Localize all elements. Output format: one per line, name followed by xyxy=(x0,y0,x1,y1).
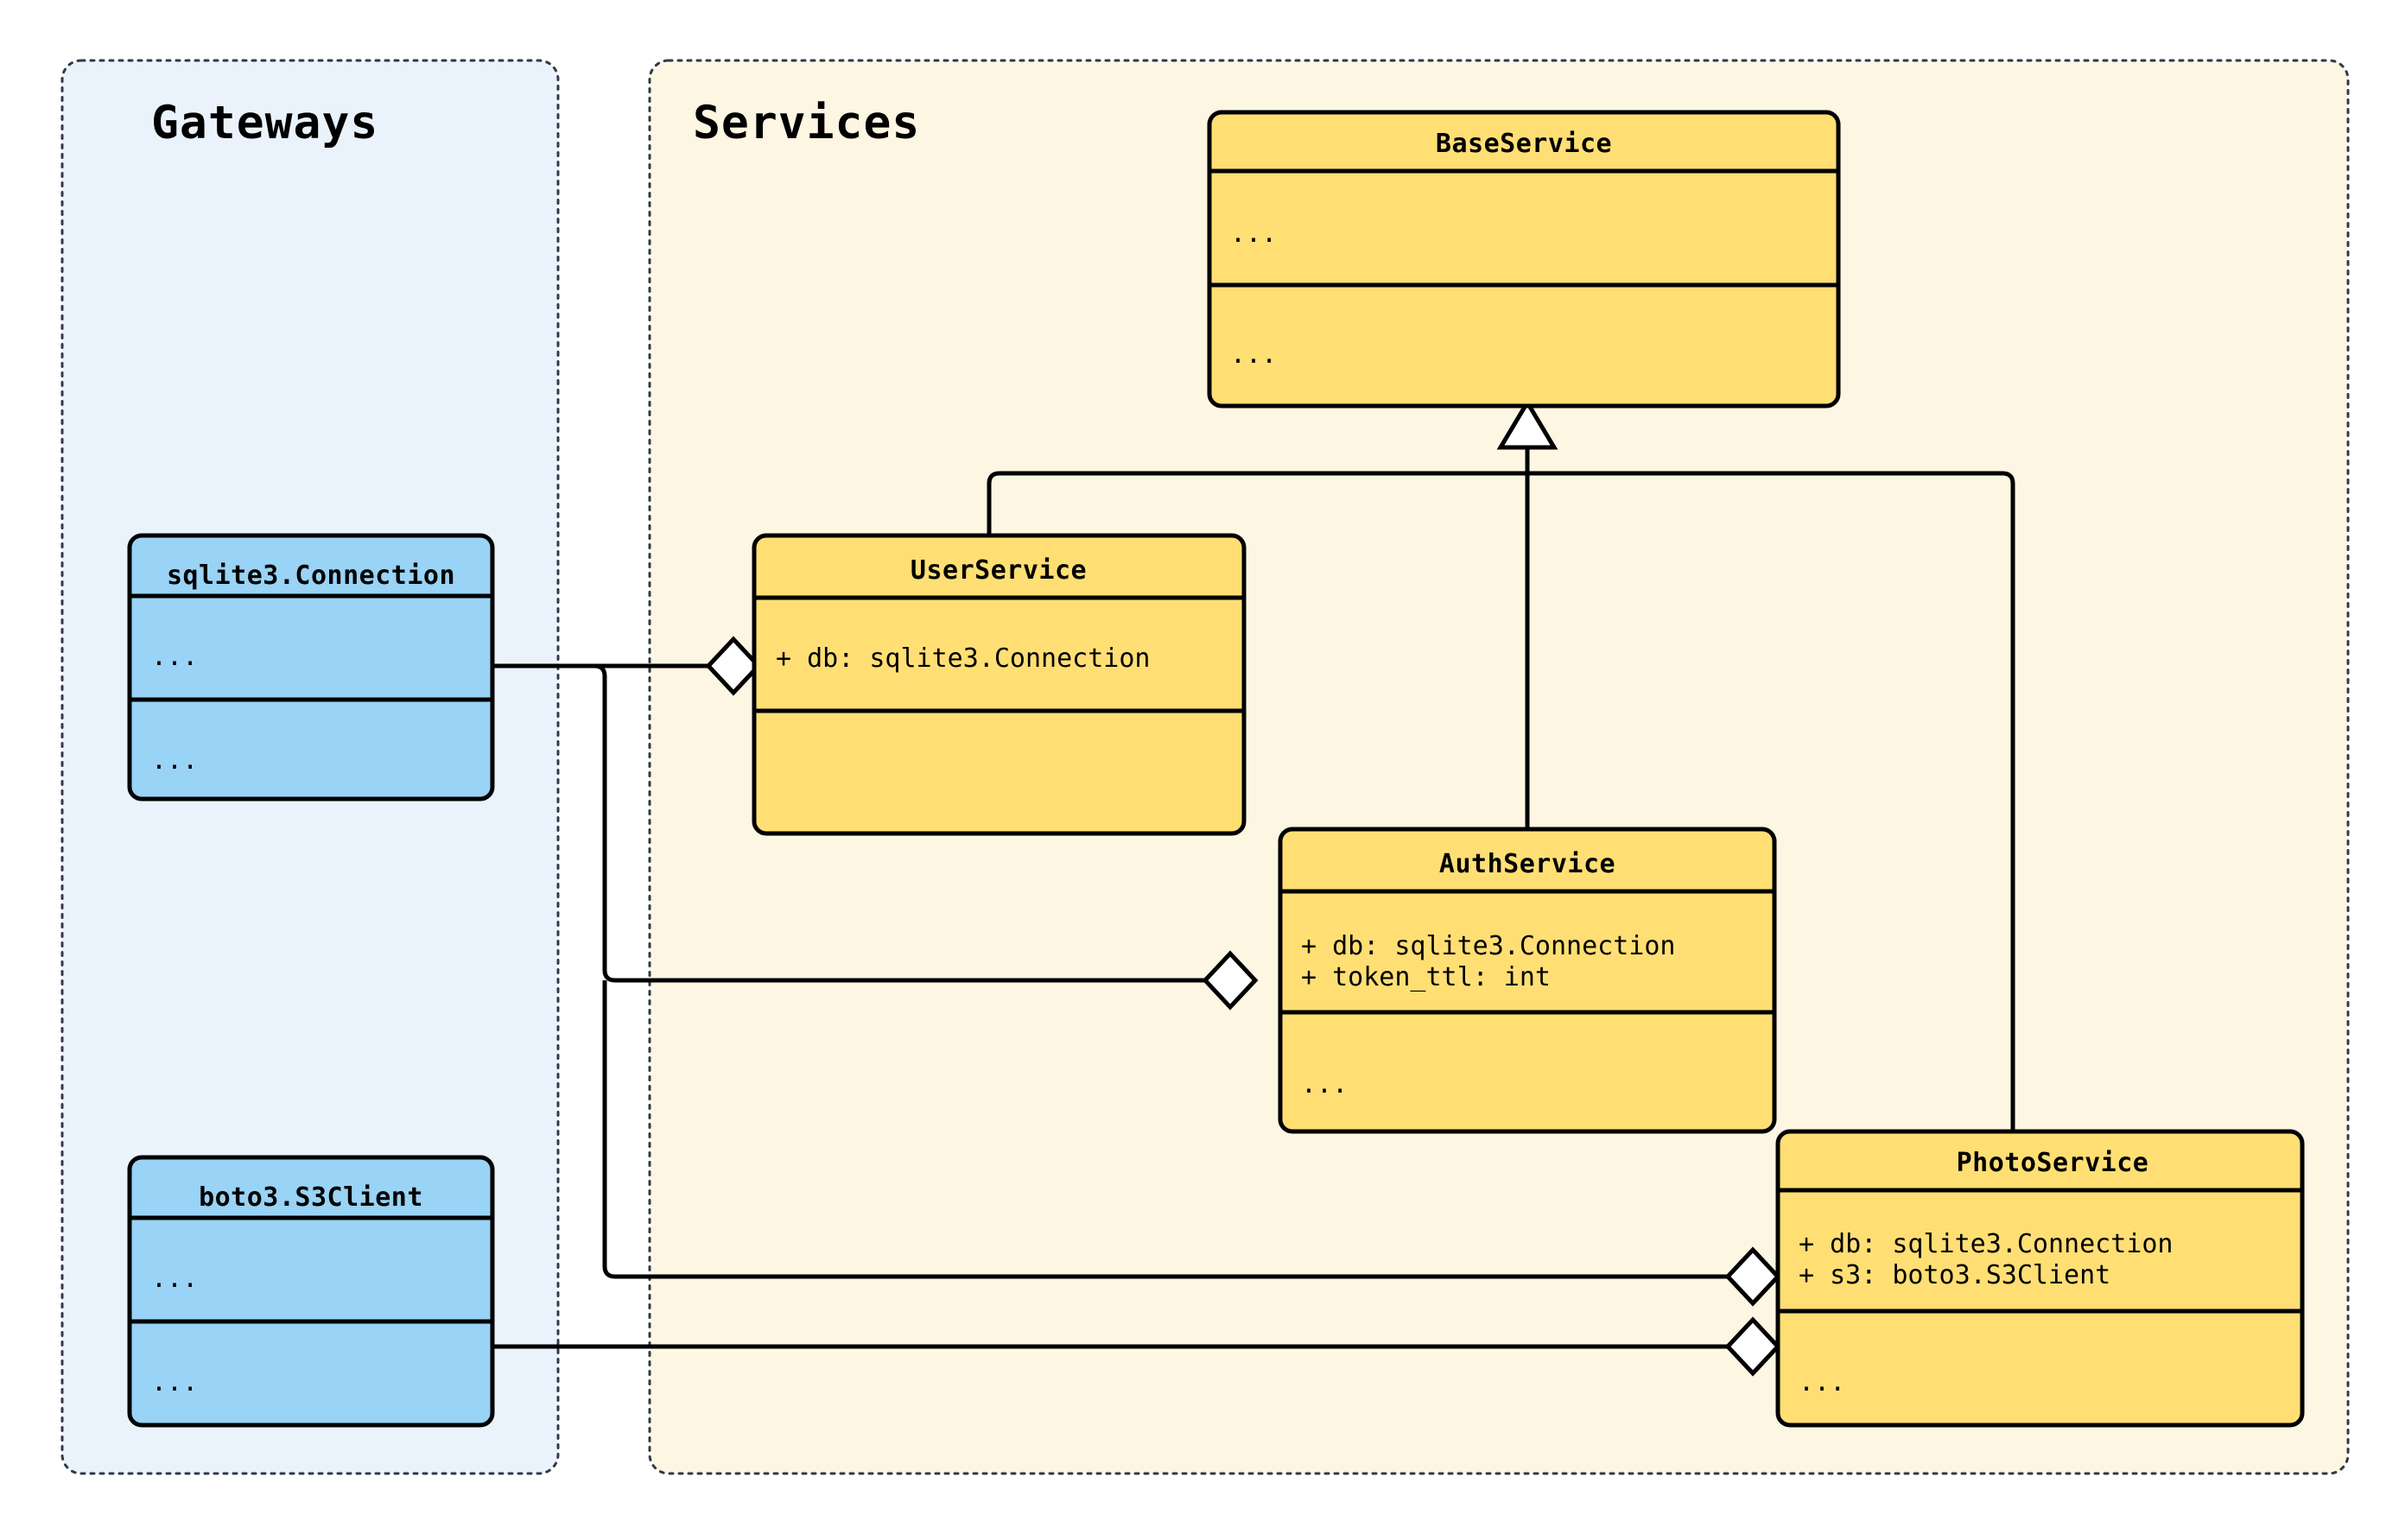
class-box-sqlite3-connection[interactable]: sqlite3.Connection ... ... xyxy=(127,533,495,802)
class-attr-boto3-s3client-0: ... xyxy=(151,1264,198,1294)
class-box-base-service[interactable]: BaseService ... ... xyxy=(1207,110,1841,409)
class-box-user-service-frame xyxy=(752,533,1247,836)
class-box-user-service[interactable]: UserService + db: sqlite3.Connection xyxy=(752,533,1247,836)
class-box-photo-service-frame xyxy=(1775,1129,2305,1428)
class-name-boto3-s3client: boto3.S3Client xyxy=(199,1182,423,1213)
class-box-sqlite3-connection-frame xyxy=(127,533,495,802)
class-box-auth-service-frame xyxy=(1278,827,1777,1134)
edge-inheritance-photo-to-base xyxy=(1527,471,2015,1131)
edge-aggregation-sqlite-to-auth xyxy=(492,663,1205,983)
class-attr-photo-service-1: + s3: boto3.S3Client xyxy=(1799,1260,2110,1290)
package-gateways-title: Gateways xyxy=(151,97,378,149)
package-services-title: Services xyxy=(693,97,920,149)
inheritance-triangle-marker xyxy=(1496,398,1558,450)
edge-inheritance-user-to-base xyxy=(987,471,1527,536)
class-box-photo-service[interactable]: PhotoService + db: sqlite3.Connection + … xyxy=(1775,1129,2305,1428)
class-box-boto3-s3client[interactable]: boto3.S3Client ... ... xyxy=(127,1155,495,1428)
class-box-base-service-frame xyxy=(1207,110,1841,409)
class-method-sqlite3-connection-0: ... xyxy=(151,745,198,776)
class-attr-base-service-0: ... xyxy=(1230,219,1277,249)
class-name-auth-service: AuthService xyxy=(1439,849,1615,879)
class-name-base-service: BaseService xyxy=(1436,129,1612,159)
class-name-sqlite3-connection: sqlite3.Connection xyxy=(167,561,455,591)
class-box-boto3-s3client-frame xyxy=(127,1155,495,1428)
class-method-boto3-s3client-0: ... xyxy=(151,1367,198,1397)
class-method-photo-service-0: ... xyxy=(1799,1367,1845,1397)
class-box-auth-service[interactable]: AuthService + db: sqlite3.Connection + t… xyxy=(1278,827,1777,1134)
class-attr-auth-service-0: + db: sqlite3.Connection xyxy=(1301,931,1675,961)
package-services-border xyxy=(648,59,2350,1475)
class-attr-sqlite3-connection-0: ... xyxy=(151,642,198,672)
aggregation-diamond-auth-service xyxy=(1202,950,1259,1011)
class-attr-user-service-0: + db: sqlite3.Connection xyxy=(776,643,1150,674)
package-services[interactable]: Services xyxy=(648,59,2350,1475)
class-attr-auth-service-1: + token_ttl: int xyxy=(1301,962,1551,992)
class-name-user-service: UserService xyxy=(911,555,1087,586)
class-attr-photo-service-0: + db: sqlite3.Connection xyxy=(1799,1229,2173,1259)
class-method-base-service-0: ... xyxy=(1230,339,1277,370)
class-name-photo-service: PhotoService xyxy=(1957,1148,2149,1178)
class-method-auth-service-0: ... xyxy=(1301,1069,1348,1100)
edge-aggregation-sqlite-to-photo xyxy=(602,980,1728,1279)
